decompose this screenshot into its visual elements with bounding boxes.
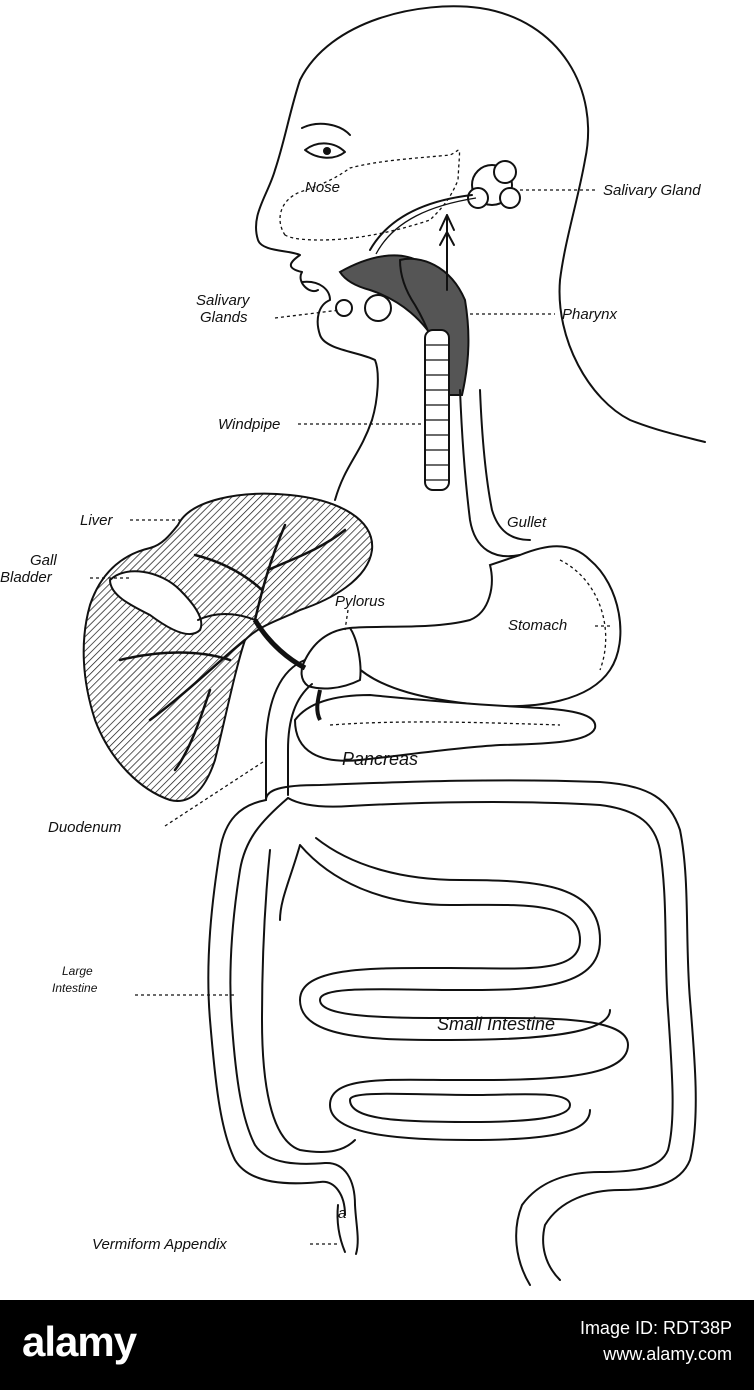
site-url: www.alamy.com — [603, 1344, 732, 1364]
parotid-lobe — [493, 160, 517, 184]
label-large-intestine-line1: Large — [62, 964, 93, 978]
label-gullet: Gullet — [507, 514, 547, 531]
trachea-rings — [425, 344, 449, 481]
parotid-lobe — [499, 187, 521, 209]
arrow-head — [439, 214, 455, 231]
large-intestine-inner — [287, 797, 674, 1286]
sublingual-gland — [335, 299, 353, 317]
large-intestine — [265, 779, 697, 1281]
cystic-duct — [197, 613, 256, 621]
label-appendix-marker: a — [338, 1205, 346, 1222]
ascending-colon-inner — [229, 797, 356, 1206]
liver-veins — [118, 523, 347, 772]
gall-bladder — [108, 570, 203, 635]
windpipe-tube — [424, 329, 450, 491]
pupil — [323, 147, 331, 155]
label-salivary-glands-line2: Glands — [200, 309, 248, 326]
label-pharynx: Pharynx — [562, 306, 618, 323]
small-intestine — [279, 844, 611, 1041]
vermiform-appendix-tube — [336, 1204, 359, 1255]
image-id-text: Image ID: RDT38P — [579, 1318, 732, 1338]
watermark-footer: alamy Image ID: RDT38P www.alamy.com — [0, 1300, 754, 1390]
small-intestine-connection — [261, 849, 356, 1153]
small-intestine-coil-3 — [349, 1092, 571, 1123]
gullet-outer — [479, 389, 531, 541]
label-pylorus: Pylorus — [335, 593, 386, 610]
label-vermiform-appendix: Vermiform Appendix — [92, 1236, 227, 1253]
nasal-cavity — [279, 149, 461, 241]
label-salivary-glands-line1: Salivary — [196, 292, 251, 309]
label-large-intestine-line2: Intestine — [52, 981, 98, 995]
pancreas-texture — [329, 721, 561, 726]
label-liver: Liver — [80, 512, 114, 529]
stomach-shading — [559, 559, 607, 671]
pancreatic-duct — [315, 689, 322, 721]
gullet — [459, 389, 521, 558]
parotid-lobe — [467, 187, 489, 209]
salivary-duct — [369, 194, 473, 251]
brand-logo: alamy — [22, 1318, 137, 1365]
duodenum-tube-inner — [287, 683, 313, 796]
eye — [304, 142, 346, 159]
label-stomach: Stomach — [508, 617, 567, 634]
ascending-colon — [207, 799, 346, 1216]
face-profile — [255, 79, 319, 293]
label-salivary-gland: Salivary Gland — [603, 182, 701, 199]
small-intestine-coil-2 — [315, 837, 629, 1141]
digestive-system-diagram: Nose Salivary Gland Salivary Glands Phar… — [0, 5, 706, 1286]
label-windpipe: Windpipe — [218, 416, 280, 433]
leader-lines — [90, 189, 612, 1245]
pancreas — [293, 693, 597, 762]
jaw-outline — [301, 280, 379, 501]
label-duodenum: Duodenum — [48, 819, 121, 836]
label-gall-bladder-line2: Bladder — [0, 569, 53, 586]
pylorus — [300, 626, 362, 690]
label-gall-bladder-line1: Gall — [30, 552, 57, 569]
head-outline — [299, 5, 706, 443]
salivary-duct-inner — [375, 197, 477, 255]
label-small-intestine: Small Intestine — [437, 1014, 555, 1034]
submaxillary-gland — [364, 294, 392, 322]
liver — [82, 492, 374, 802]
eyebrow — [301, 122, 351, 136]
arrow-head — [439, 231, 455, 246]
stomach — [343, 545, 622, 708]
label-pancreas: Pancreas — [342, 749, 418, 769]
label-nose: Nose — [305, 179, 340, 196]
